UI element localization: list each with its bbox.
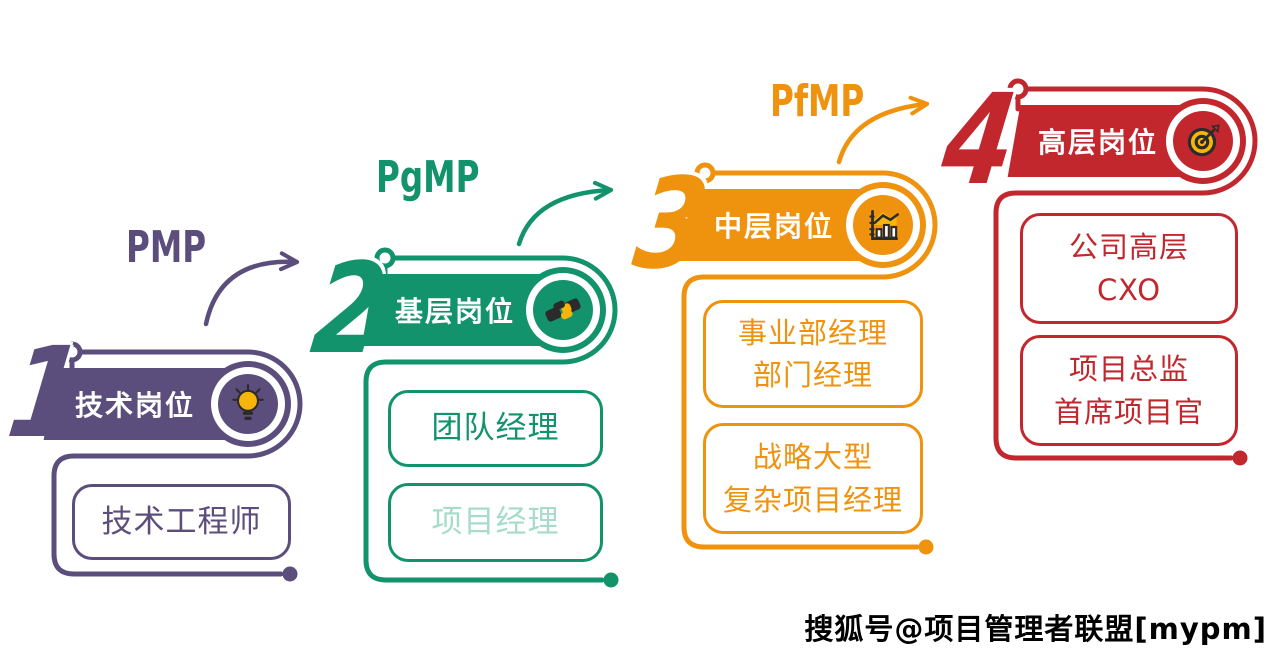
level-4-end-dot <box>1232 450 1248 466</box>
pfmp-arrow-curve <box>836 95 930 165</box>
level-2-connector <box>363 247 619 588</box>
level-1-trail <box>51 349 303 577</box>
level-2-start-ring <box>374 247 396 269</box>
pmp-label: PMP <box>126 222 207 273</box>
pgmp-arrow <box>516 180 614 247</box>
pmp-arrow <box>203 251 300 327</box>
pfmp-arrow <box>836 95 930 165</box>
level-1-start-ring <box>61 341 83 363</box>
level-4-trail <box>993 86 1258 461</box>
pmp-arrow-curve <box>203 251 300 327</box>
level-3-trail <box>681 170 938 550</box>
pgmp-label: PgMP <box>376 152 480 203</box>
level-4-start-ring <box>1007 78 1029 100</box>
level-4-connector <box>993 78 1258 466</box>
level-3-connector <box>681 162 938 555</box>
level-3-start-ring <box>694 162 716 184</box>
level-2-end-dot <box>603 572 619 588</box>
level-2-trail <box>363 255 618 583</box>
pfmp-label: PfMP <box>770 76 865 127</box>
level-3-end-dot <box>918 539 934 555</box>
level-1-end-dot <box>282 566 298 582</box>
pgmp-arrow-curve <box>516 180 614 247</box>
watermark-text: 搜狐号@项目管理者联盟[mypm] <box>804 612 1267 646</box>
level-1-connector <box>51 341 303 582</box>
